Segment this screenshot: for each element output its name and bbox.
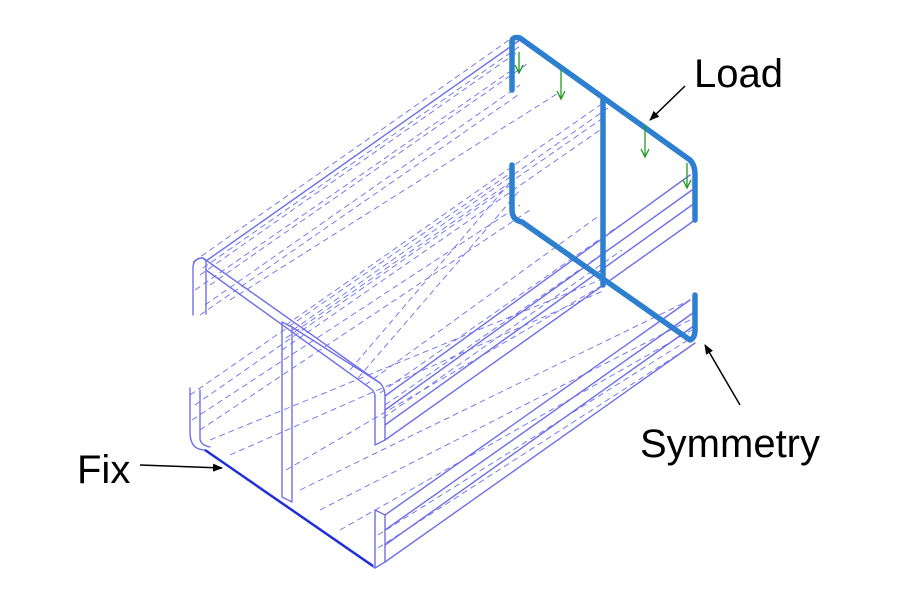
hidden-edges xyxy=(189,37,693,549)
down-arrow-icon xyxy=(556,70,566,101)
leader-lines xyxy=(139,85,741,472)
fix-leader-arrow xyxy=(139,463,223,472)
down-arrow-icon xyxy=(514,52,524,75)
symmetry-label: Symmetry xyxy=(640,422,820,466)
load-label: Load xyxy=(694,52,783,96)
down-arrow-icon xyxy=(682,163,692,190)
model-edges xyxy=(189,39,696,569)
symmetry-face xyxy=(509,34,698,343)
fix-label: Fix xyxy=(77,448,130,492)
fixed-edge xyxy=(204,448,374,568)
load-leader-arrow xyxy=(649,85,686,121)
load-arrows xyxy=(514,52,692,190)
down-arrow-icon xyxy=(640,125,650,159)
symmetry-leader-arrow xyxy=(704,344,741,406)
